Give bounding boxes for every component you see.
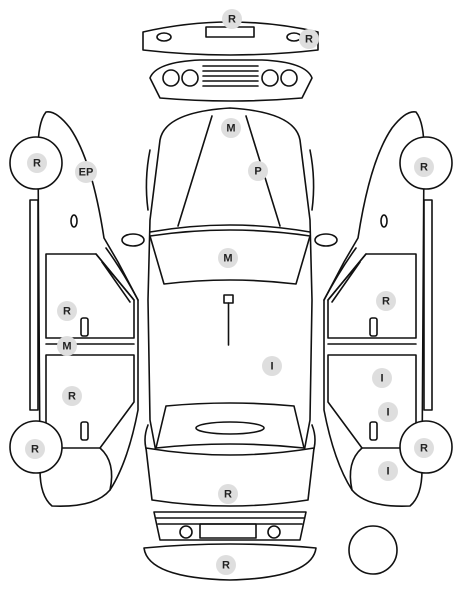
- front-grille-view: [149, 59, 313, 102]
- damage-code-label: I: [380, 373, 383, 385]
- damage-marker-roof: I: [262, 356, 282, 376]
- damage-marker-right-front-door: R: [376, 291, 396, 311]
- damage-code-label: R: [305, 34, 313, 46]
- damage-code-label: P: [254, 166, 261, 178]
- damage-marker-circle: [221, 118, 241, 138]
- damage-marker-circle: [216, 555, 236, 575]
- damage-marker-circle: [376, 291, 396, 311]
- damage-code-label: R: [222, 560, 230, 572]
- damage-code-label: R: [420, 443, 428, 455]
- damage-markers: R R M P M I R R R EP R M R R R R I I R I: [25, 9, 434, 575]
- damage-marker-circle: [372, 368, 392, 388]
- damage-code-label: M: [223, 253, 232, 265]
- damage-code-label: I: [386, 407, 389, 419]
- damage-marker-hood-top: M: [221, 118, 241, 138]
- spare-wheel-outline: [348, 525, 398, 575]
- car-body-top-view: [121, 107, 338, 507]
- damage-code-label: R: [68, 391, 76, 403]
- damage-marker-front-bumper-corner: R: [299, 29, 319, 49]
- damage-marker-circle: [57, 301, 77, 321]
- damage-marker-circle: [378, 402, 398, 422]
- damage-marker-rear-top: R: [218, 484, 238, 504]
- damage-code-label: R: [31, 444, 39, 456]
- damage-marker-circle: [57, 336, 77, 356]
- rear-lights-view: [153, 511, 307, 541]
- damage-code-label: I: [386, 466, 389, 478]
- damage-marker-rear-bumper: R: [216, 555, 236, 575]
- damage-marker-left-sill: M: [57, 336, 77, 356]
- damage-marker-left-rear-wheel: R: [25, 439, 45, 459]
- damage-marker-hood-center: P: [248, 161, 268, 181]
- damage-code-label: EP: [79, 167, 94, 179]
- damage-code-label: R: [420, 162, 428, 174]
- damage-code-label: R: [33, 158, 41, 170]
- damage-marker-circle: [62, 386, 82, 406]
- damage-marker-right-front-wheel: R: [414, 157, 434, 177]
- rear-bumper-view: [143, 543, 317, 581]
- damage-marker-circle: [75, 161, 97, 183]
- damage-code-label: R: [224, 489, 232, 501]
- damage-marker-circle: [299, 29, 319, 49]
- damage-marker-front-bumper: R: [222, 9, 242, 29]
- damage-marker-circle: [222, 9, 242, 29]
- damage-marker-left-front-door: R: [57, 301, 77, 321]
- damage-code-label: R: [382, 296, 390, 308]
- damage-marker-windshield: M: [218, 248, 238, 268]
- damage-marker-circle: [25, 439, 45, 459]
- damage-marker-right-rear-door: I: [372, 368, 392, 388]
- damage-marker-circle: [414, 438, 434, 458]
- damage-marker-circle: [248, 161, 268, 181]
- damage-marker-circle: [218, 248, 238, 268]
- damage-marker-right-rear-wheel: R: [414, 438, 434, 458]
- damage-marker-circle: [218, 484, 238, 504]
- damage-marker-circle: [378, 461, 398, 481]
- damage-marker-right-quarter: I: [378, 461, 398, 481]
- damage-marker-circle: [262, 356, 282, 376]
- damage-code-label: R: [228, 14, 236, 26]
- damage-code-label: R: [63, 306, 71, 318]
- damage-marker-left-front-wheel: R: [27, 153, 47, 173]
- damage-code-label: M: [226, 123, 235, 135]
- damage-marker-circle: [414, 157, 434, 177]
- damage-code-label: I: [270, 361, 273, 373]
- damage-marker-left-rear-door: R: [62, 386, 82, 406]
- damage-code-label: M: [62, 341, 71, 353]
- damage-marker-right-rear-door-lower: I: [378, 402, 398, 422]
- damage-marker-circle: [27, 153, 47, 173]
- damage-marker-left-fender: EP: [75, 161, 97, 183]
